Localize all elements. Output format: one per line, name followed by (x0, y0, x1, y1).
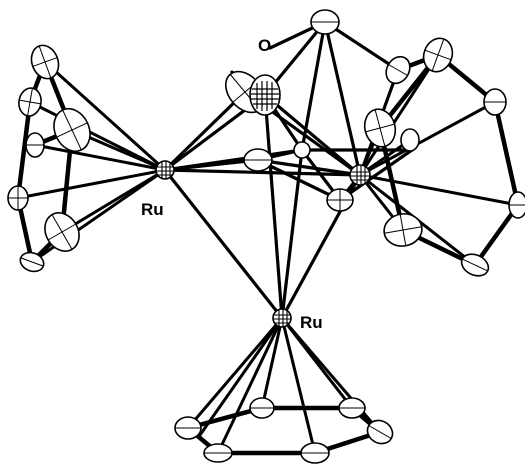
atom-ellipsoid (25, 132, 45, 158)
atom-ellipsoid (44, 212, 80, 252)
atom-ellipsoid (203, 443, 233, 463)
atom-ellipsoid (7, 185, 29, 211)
atom-layer (7, 9, 525, 464)
bottom-cp-carbon-atoms (174, 397, 394, 464)
atom-ellipsoid (363, 108, 397, 148)
atom-labels: Ru Ru O (141, 36, 323, 332)
atom-ellipsoid (366, 419, 394, 445)
atom-ellipsoid (19, 251, 45, 273)
atom-ellipsoid (249, 397, 275, 419)
atom-ellipsoid (460, 253, 490, 277)
atom-ellipsoid (293, 141, 311, 159)
left-cp-carbon-atoms (7, 44, 91, 273)
atom-ellipsoid (326, 188, 354, 212)
atom-ellipsoid (338, 397, 366, 419)
atom-ellipsoid (30, 44, 60, 80)
atom-ellipsoid (310, 9, 340, 35)
atom-ellipsoid (53, 108, 91, 152)
atom-ellipsoid (400, 128, 420, 152)
atom-ellipsoid (483, 88, 507, 116)
atom-ellipsoid (243, 148, 273, 172)
ruthenium-atom-right (349, 164, 371, 186)
oxygen-label: O (258, 36, 271, 55)
atom-ellipsoid (508, 191, 525, 219)
ru-left-label: Ru (141, 200, 164, 219)
atom-ellipsoid (174, 416, 202, 440)
ruthenium-atom-bottom (272, 308, 292, 328)
ruthenium-atom-left (155, 160, 175, 180)
left-ru-cp-bonds (16, 60, 167, 264)
ru-bottom-label: Ru (300, 313, 323, 332)
atom-ellipsoid (300, 442, 330, 464)
right-ring-carbon-atoms (363, 37, 525, 277)
atom-ellipsoid (18, 87, 42, 117)
oxygen-atom (249, 74, 281, 116)
atom-ellipsoid (383, 213, 423, 247)
atom-ellipsoid (422, 37, 454, 73)
bottom-ru-cp-bonds (186, 316, 382, 455)
atom-ellipsoid (385, 55, 411, 85)
